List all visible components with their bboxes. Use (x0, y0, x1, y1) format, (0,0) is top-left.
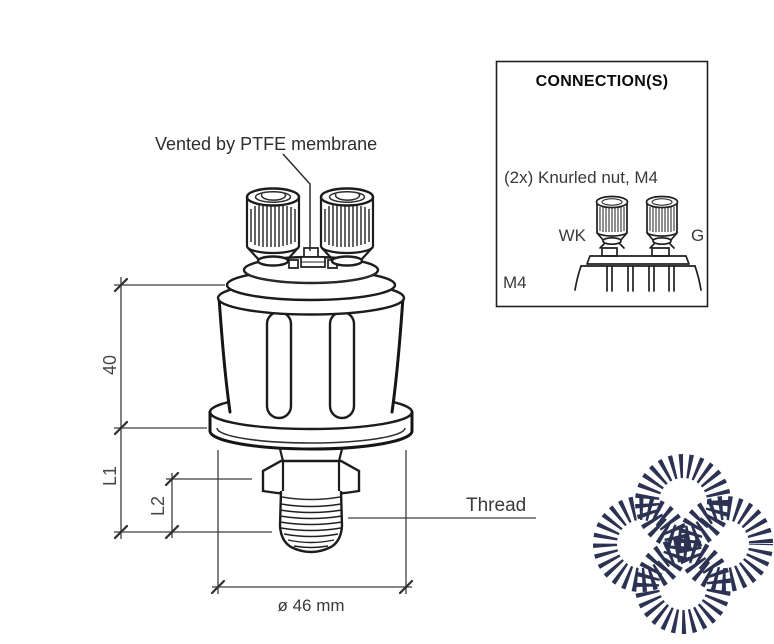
brand-knot-logo (593, 454, 773, 634)
thread-label: Thread (466, 495, 526, 516)
connections-panel: CONNECTION(S) (2x) Knurled nut, M4 WK G … (495, 60, 709, 308)
dim-l1-label: L1 (100, 466, 120, 486)
vent-leader-line (282, 153, 311, 251)
sensor-flange-band (208, 410, 414, 463)
knot-loop (593, 496, 689, 592)
connections-mini-drawing (574, 195, 702, 292)
pressure-sensor-drawing (208, 153, 414, 554)
thread-size-label: M4 (503, 273, 527, 292)
terminal-hardware (288, 247, 338, 269)
terminal-wk-label: WK (559, 226, 587, 245)
knot-loop (635, 538, 731, 634)
dim-l2-label: L2 (148, 496, 168, 516)
vent-label: Vented by PTFE membrane (155, 134, 377, 154)
dim-40-label: 40 (100, 355, 120, 375)
connections-title: CONNECTION(S) (536, 73, 669, 90)
diameter-label: ø 46 mm (277, 596, 344, 615)
sensor-body (217, 295, 405, 420)
sensor-cap (216, 255, 406, 316)
dimension-annotations (113, 277, 536, 595)
dim-diameter-46 (210, 450, 414, 595)
thread-stud (278, 490, 344, 554)
knurled-nut-right (319, 187, 375, 267)
hex-nut (261, 459, 361, 497)
knurled-nut-left (245, 187, 301, 267)
terminal-g-label: G (691, 226, 704, 245)
dim-vertical-l2 (164, 471, 252, 540)
connections-note: (2x) Knurled nut, M4 (504, 168, 658, 187)
dim-vertical-40-l1 (113, 277, 272, 540)
